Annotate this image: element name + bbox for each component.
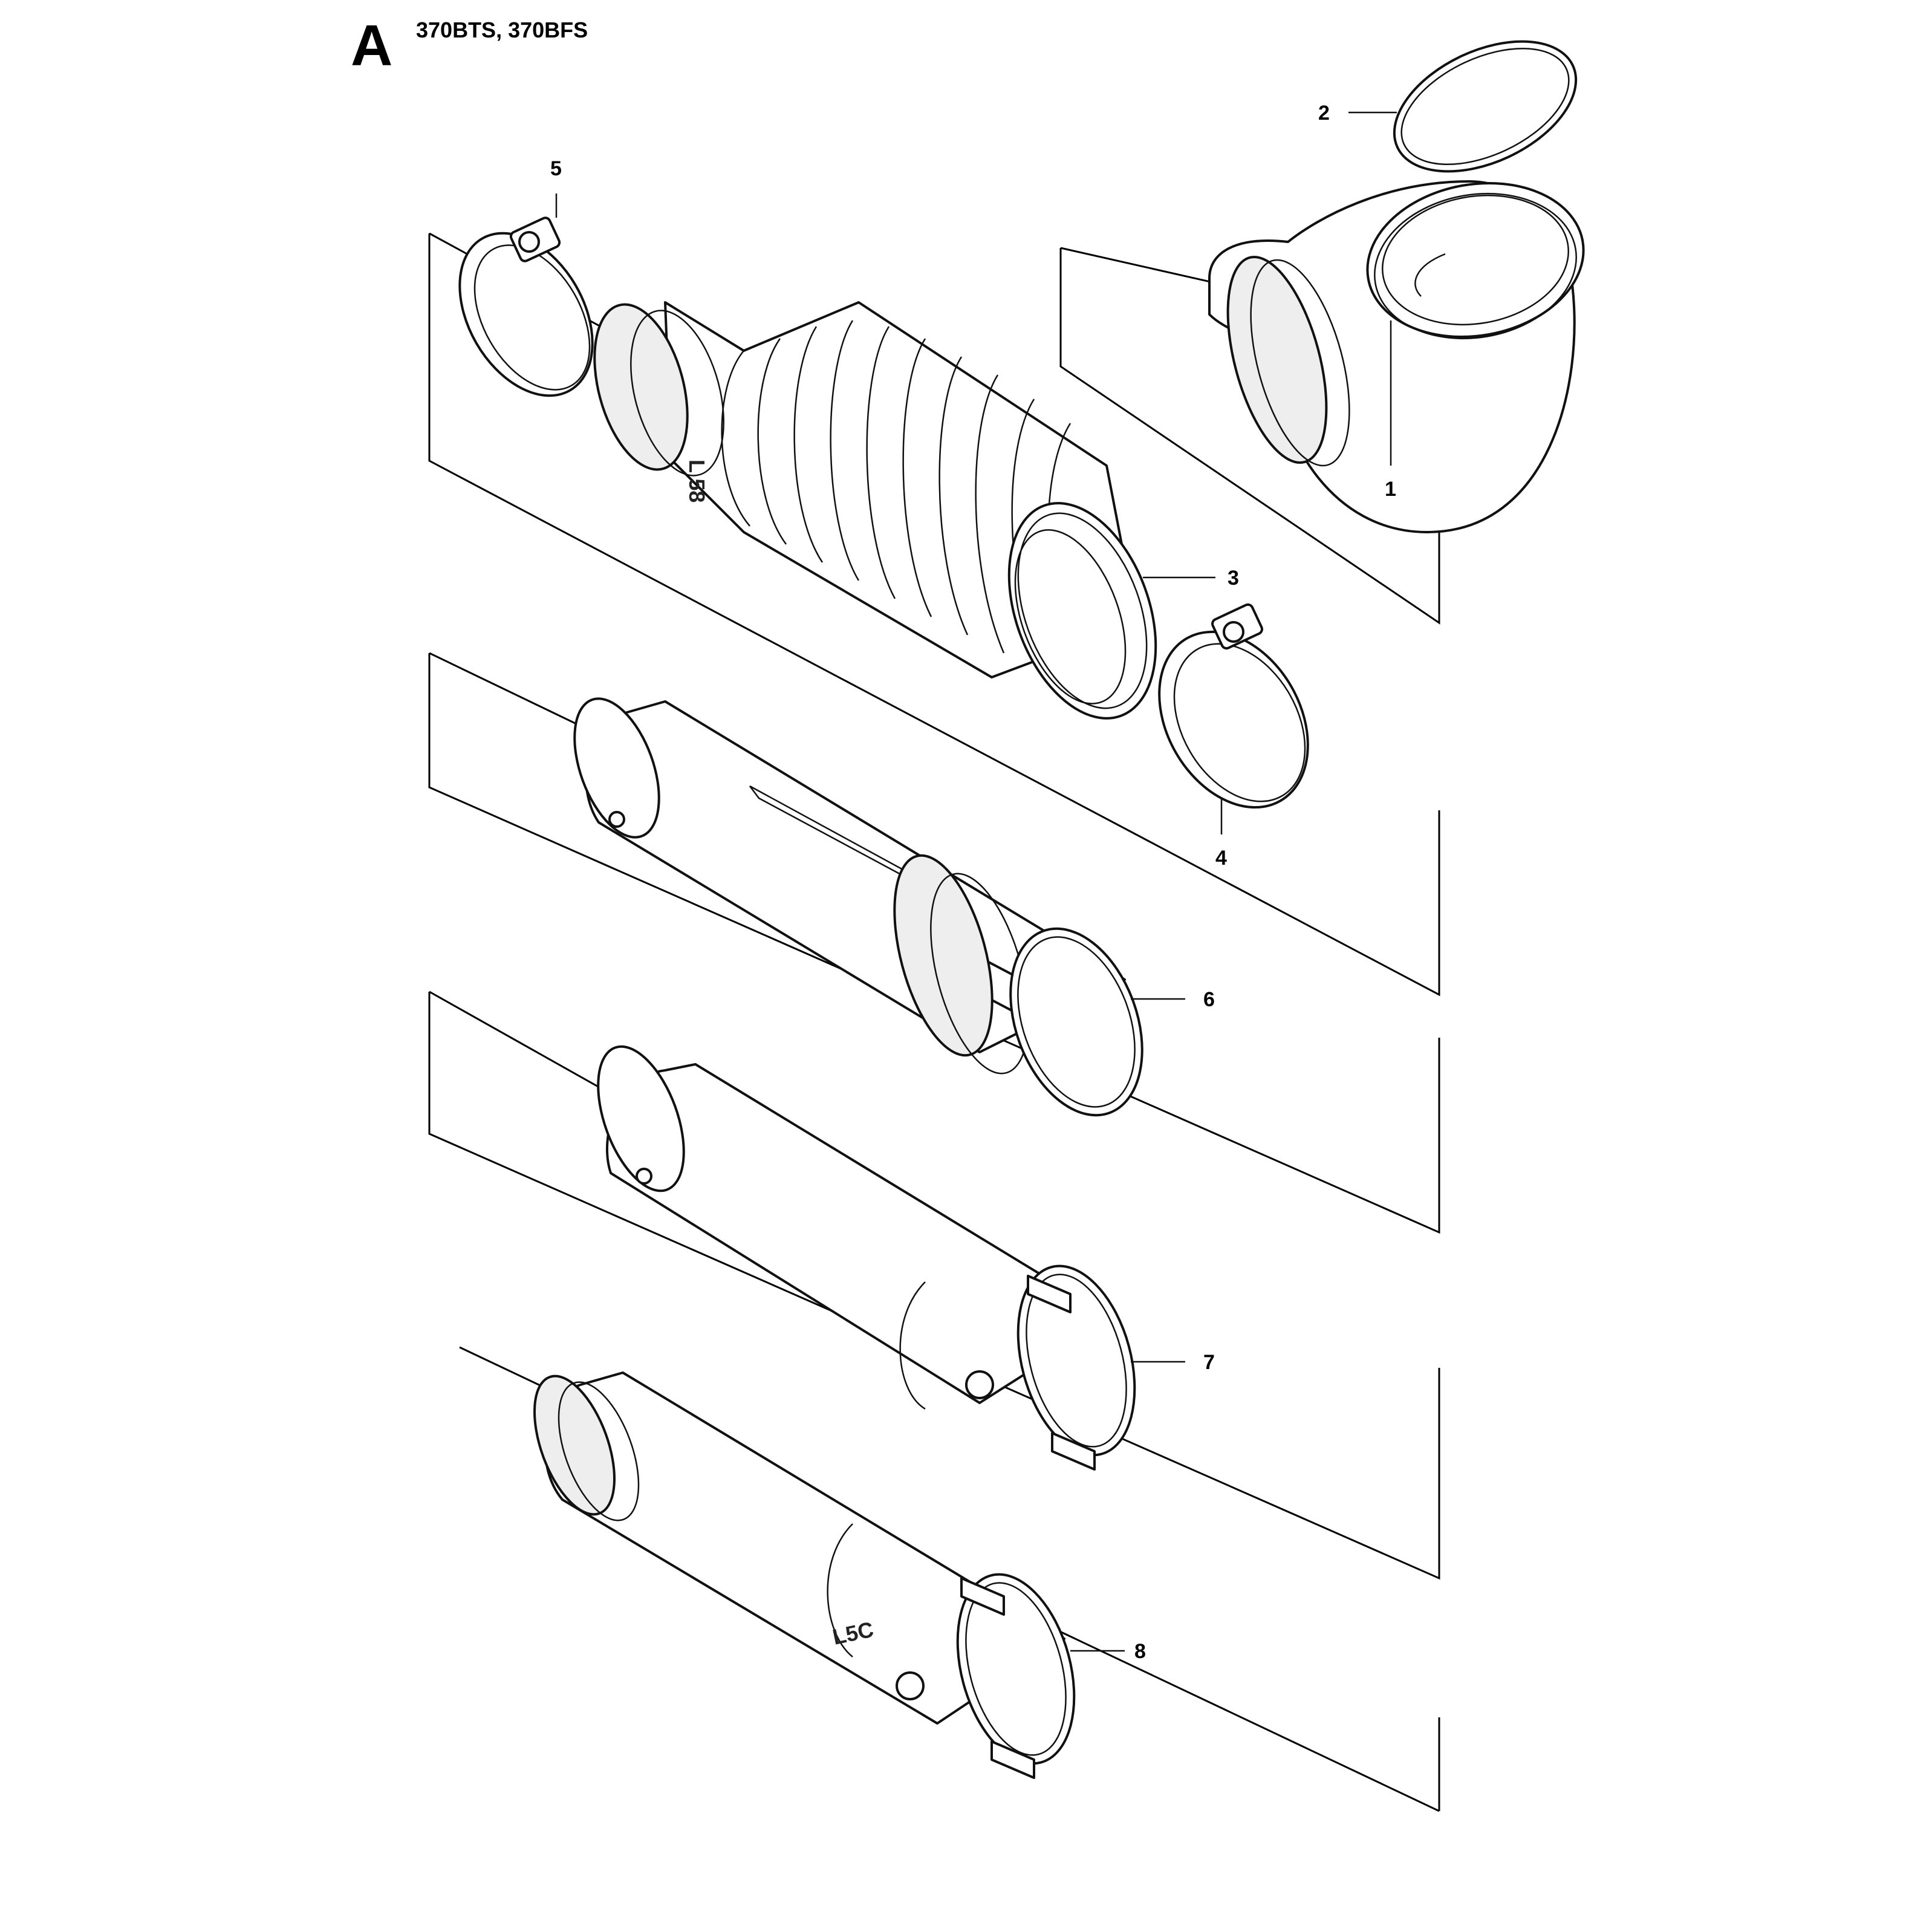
- hose-clamp-part-5: [458, 216, 594, 397]
- section-letter: A: [351, 13, 392, 78]
- tube-part-7: [597, 1045, 1136, 1471]
- leader-lines: [555, 111, 1397, 1652]
- tube-part-8: L5C: [533, 1371, 1076, 1779]
- callout-4: 4: [1215, 847, 1227, 870]
- model-numbers: 370BTS, 370BFS: [416, 18, 588, 42]
- callout-6: 6: [1203, 988, 1215, 1011]
- callout-5: 5: [550, 157, 562, 180]
- bellows-hose: L 58: [593, 301, 1157, 720]
- o-ring-part-2: [1393, 40, 1578, 173]
- hose-clamp-part-4: [1158, 603, 1309, 809]
- callout-3: 3: [1228, 567, 1239, 590]
- tube-part-6: [573, 697, 1143, 1117]
- callout-8: 8: [1134, 1640, 1146, 1663]
- callout-7: 7: [1203, 1351, 1215, 1374]
- bellows-code: L 58: [685, 460, 709, 503]
- callout-1: 1: [1385, 478, 1396, 501]
- bellows-ribs: [721, 320, 1078, 672]
- callout-2: 2: [1318, 102, 1330, 125]
- elbow-part-1: [1208, 180, 1585, 533]
